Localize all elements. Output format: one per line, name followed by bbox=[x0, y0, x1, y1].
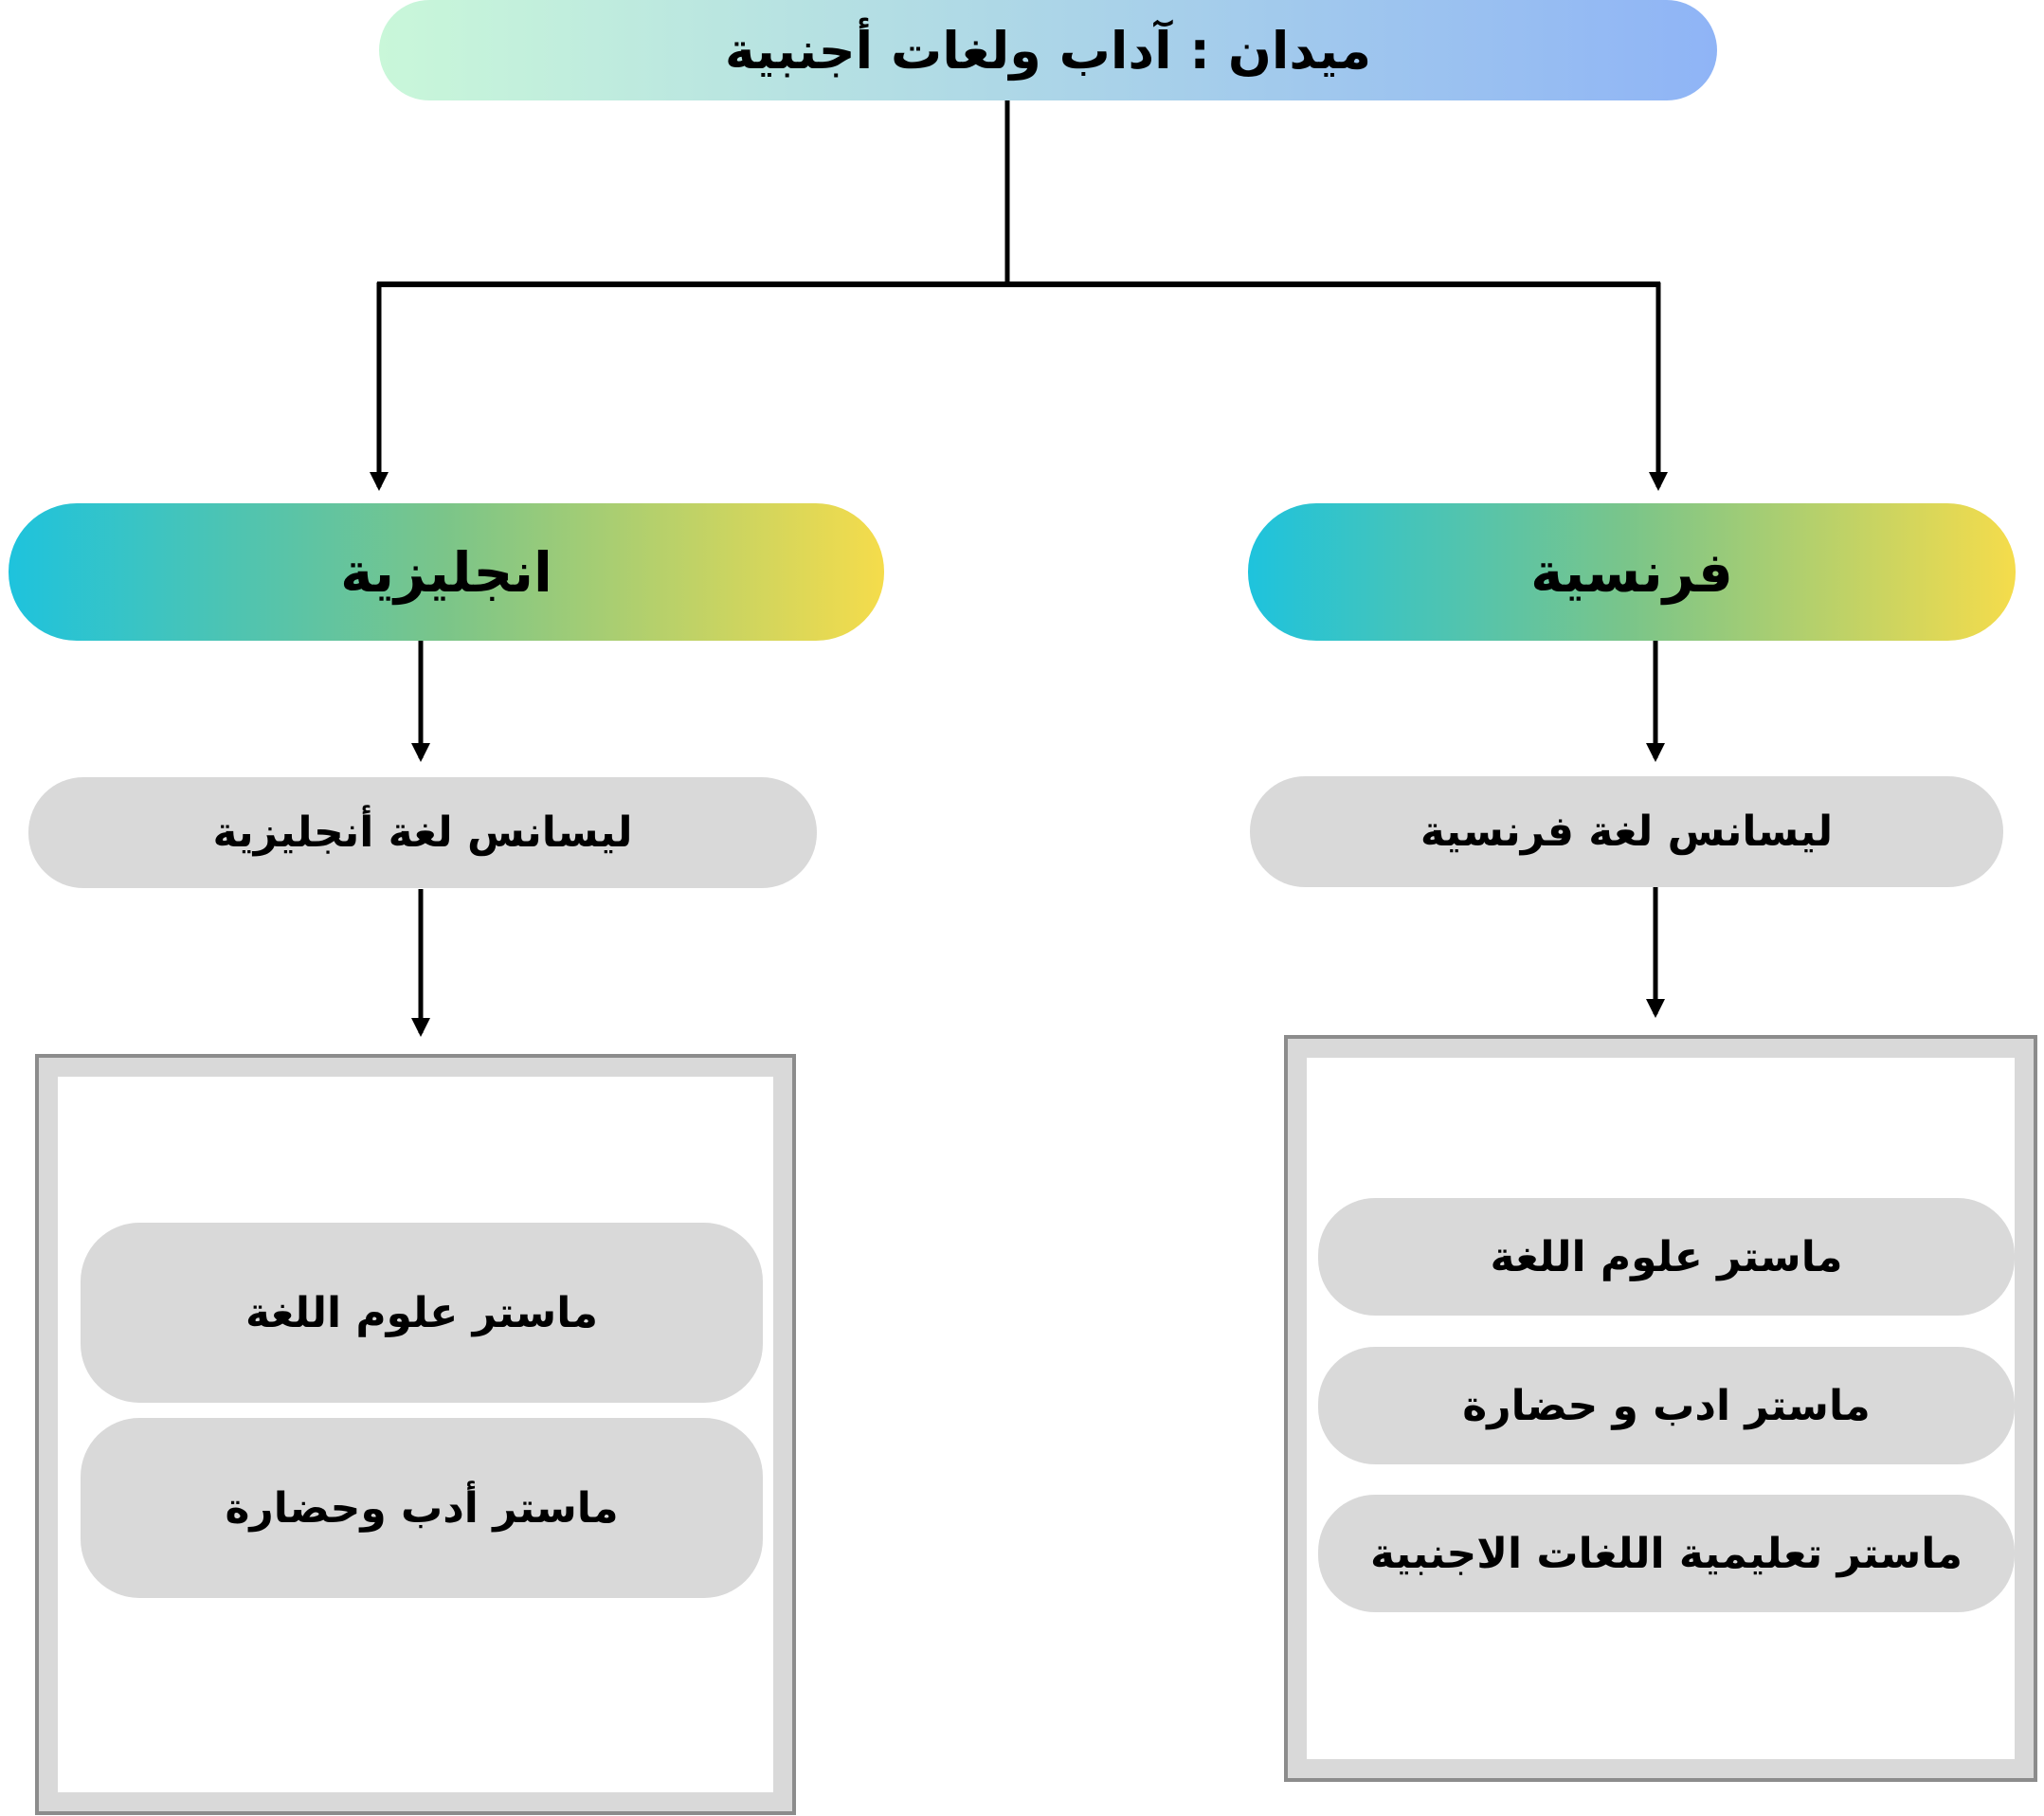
root-field-label: ميدان : آداب ولغات أجنبية bbox=[724, 20, 1372, 81]
master-french-literature-civilization: ماستر ادب و حضارة bbox=[1318, 1347, 2015, 1464]
branch-english-node: انجليزية bbox=[9, 503, 884, 641]
master-pill-label: ماستر أدب وحضارة bbox=[225, 1483, 619, 1533]
license-french-node: ليسانس لغة فرنسية bbox=[1250, 776, 2003, 887]
master-pill-label: ماستر علوم اللغة bbox=[245, 1288, 598, 1337]
branch-french-node: فرنسية bbox=[1248, 503, 2016, 641]
root-field-node: ميدان : آداب ولغات أجنبية bbox=[379, 0, 1717, 100]
branch-french-label: فرنسية bbox=[1530, 539, 1733, 605]
master-english-literature-civilization: ماستر أدب وحضارة bbox=[81, 1418, 763, 1598]
master-french-language-sciences: ماستر علوم اللغة bbox=[1318, 1198, 2015, 1316]
master-english-language-sciences: ماستر علوم اللغة bbox=[81, 1223, 763, 1403]
master-pill-label: ماستر علوم اللغة bbox=[1490, 1232, 1843, 1281]
license-english-node: ليسانس لغة أنجليزية bbox=[28, 777, 817, 888]
branch-english-label: انجليزية bbox=[340, 539, 552, 605]
master-french-foreign-language-didactics: ماستر تعليمية اللغات الاجنبية bbox=[1318, 1495, 2015, 1612]
master-pill-label: ماستر تعليمية اللغات الاجنبية bbox=[1369, 1529, 1963, 1578]
master-pill-label: ماستر ادب و حضارة bbox=[1462, 1381, 1871, 1430]
license-french-label: ليسانس لغة فرنسية bbox=[1420, 808, 1834, 856]
license-english-label: ليسانس لغة أنجليزية bbox=[212, 808, 633, 857]
